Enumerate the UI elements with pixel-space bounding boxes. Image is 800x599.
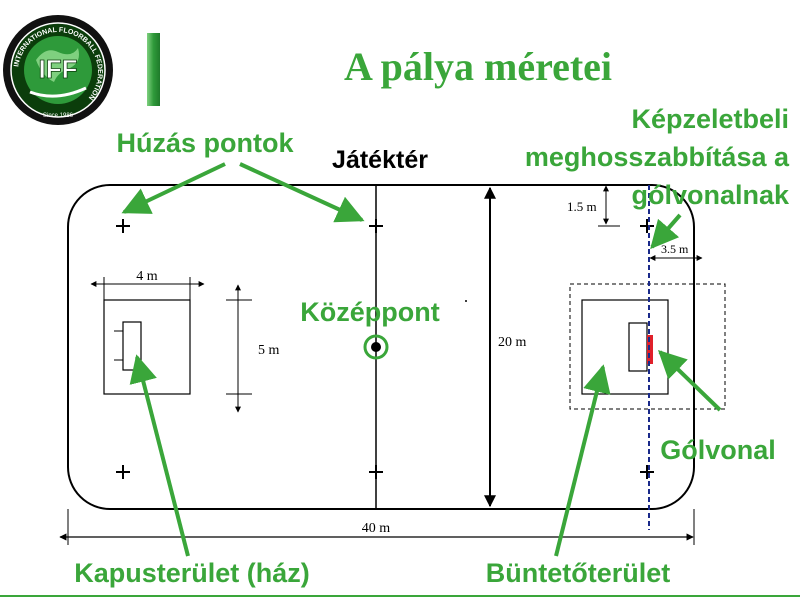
logo-letters: IFF — [39, 54, 78, 84]
faceoff-cross — [369, 219, 383, 233]
label-jatekter: Játéktér — [332, 146, 428, 174]
dim-1-5m-label: 1.5 m — [567, 199, 597, 214]
title-accent-bar — [147, 33, 160, 106]
arrow-extension — [650, 213, 682, 250]
faceoff-cross — [116, 465, 130, 479]
left-penalty-area — [103, 299, 191, 395]
dimension-markers: 4 m 5 m 20 m 40 m 1.5 m 3.5 m — [59, 185, 703, 545]
dim-20m-label: 20 m — [498, 335, 527, 350]
dim-4m-label: 4 m — [136, 269, 158, 284]
label-kapuster: Kapusterület (ház) — [74, 558, 310, 588]
arrow-golvonal — [657, 350, 722, 412]
annotation-arrows — [121, 162, 722, 557]
dim-5m-label: 5 m — [258, 343, 280, 358]
right-penalty-area — [581, 299, 669, 395]
right-goal-crease — [628, 322, 648, 372]
label-kepzeletbeli-line3: gólvonalnak — [631, 180, 790, 210]
right-dashed-zone — [569, 283, 726, 410]
label-golvonal: Gólvonal — [660, 435, 776, 465]
field-boundary — [67, 184, 695, 510]
dim-3-5m-label: 3.5 m — [661, 242, 689, 256]
iff-logo: INTERNATIONAL FLOORBALL FEDERATION IFF S… — [3, 15, 113, 125]
logo-continents — [36, 48, 79, 82]
logo-stick — [29, 86, 87, 98]
label-kepzeletbeli-line2: meghosszabbítása a — [525, 142, 790, 172]
field-diagram — [67, 184, 726, 530]
dim-40m-label: 40 m — [362, 521, 391, 536]
center-spot-ring — [363, 334, 389, 360]
arrow-kapuster — [129, 354, 190, 557]
faceoff-cross — [640, 219, 654, 233]
arrow-huzas-left — [121, 162, 226, 214]
label-kozeppont: Középpont — [300, 297, 439, 327]
faceoff-cross — [369, 465, 383, 479]
faceoff-points — [116, 219, 654, 479]
label-huzas-pontok: Húzás pontok — [116, 128, 294, 158]
faceoff-cross — [640, 465, 654, 479]
slide-title: A pálya méretei — [344, 44, 612, 89]
field-dot — [465, 300, 467, 302]
logo-since: Since 1986 — [43, 113, 74, 119]
arrow-buntetoter — [554, 364, 611, 557]
label-buntetoter: Büntetőterület — [486, 558, 671, 588]
arrow-huzas-center — [239, 162, 365, 223]
label-kepzeletbeli-line1: Képzeletbeli — [631, 104, 789, 134]
center-spot — [371, 342, 381, 352]
faceoff-cross — [116, 219, 130, 233]
